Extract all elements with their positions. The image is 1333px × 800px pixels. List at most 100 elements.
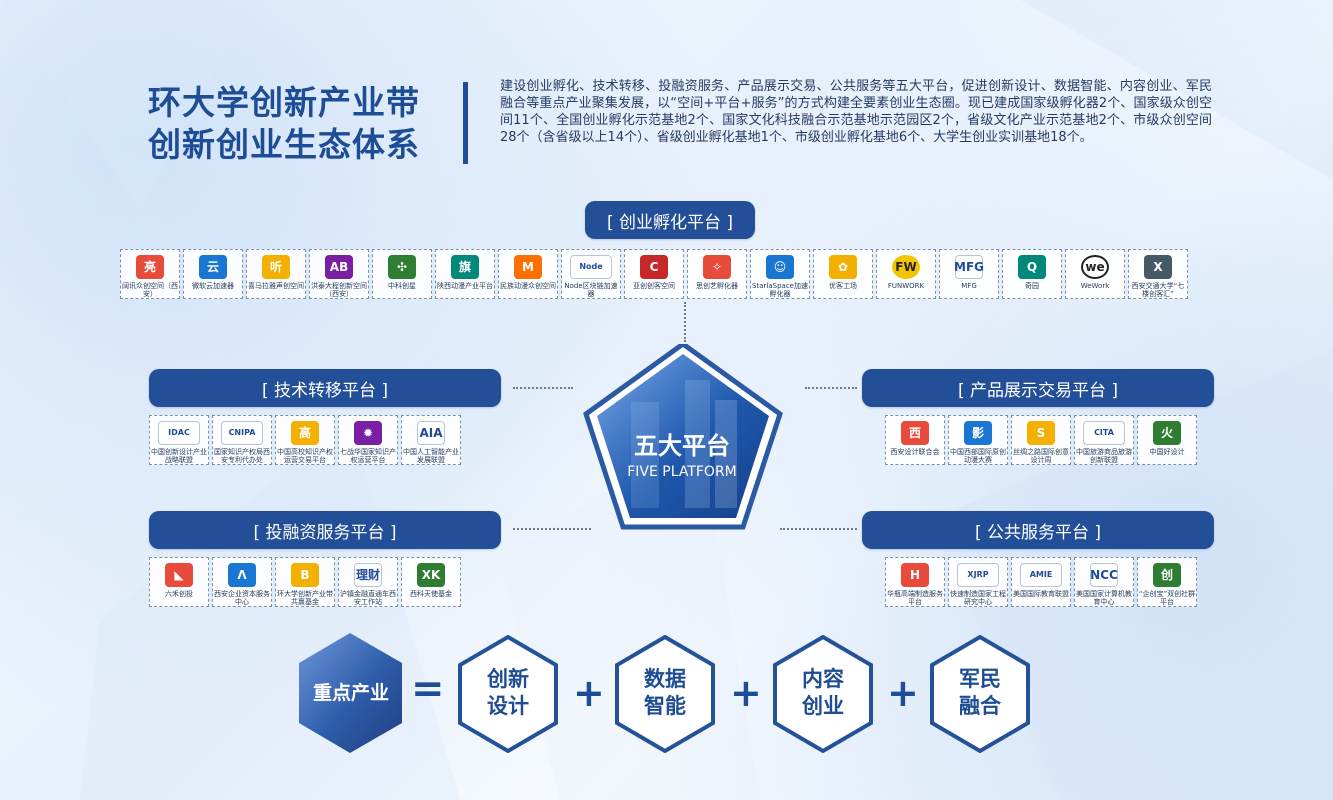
finance-logo-icon-2: Λ	[228, 563, 256, 587]
incubation-logo-name-8: Node区块链加速器	[564, 282, 618, 298]
incubation-logo-name-2: 微软云加速器	[192, 282, 234, 290]
incubation-logo-icon-9: C	[640, 255, 668, 279]
public-logo-icon-5: 创	[1153, 563, 1181, 587]
incubation-logo-icon-16: we	[1081, 255, 1109, 279]
trade-logo-name-1: 西安设计联合会	[890, 448, 940, 456]
incubation-logo-name-3: 喜马拉雅声创空间	[248, 282, 304, 290]
incubation-logo-14: MFG MFG	[939, 249, 999, 299]
trade-logo-icon-3: S	[1027, 421, 1055, 445]
public-logo-name-4: 美国国家计算机教育中心	[1076, 590, 1132, 606]
incubation-logo-17: X 西安交通大学“七楼创客汇”	[1128, 249, 1188, 299]
incubation-logo-1: 亮阔讯众创空间（西安）	[120, 249, 180, 299]
plus-symbol-2: +	[730, 671, 762, 715]
incubation-logo-2: 云微软云加速器	[183, 249, 243, 299]
trade-logo-2: 影中国西部国际原创动漫大赛	[948, 415, 1008, 465]
trade-logo-icon-2: 影	[964, 421, 992, 445]
incubation-logo-icon-17: X	[1144, 255, 1172, 279]
title-divider	[463, 82, 468, 164]
public-logo-1: H 华瓶高端制造服务平台	[885, 557, 945, 607]
five-platform-title: 五大平台 FIVE PLATFORM	[606, 426, 758, 480]
public-logo-4: NCC 美国国家计算机教育中心	[1074, 557, 1134, 607]
incubation-logo-icon-1: 亮	[136, 255, 164, 279]
public-platform-header: [ 公共服务平台 ]	[862, 511, 1214, 549]
incubation-logo-icon-6: 旗	[451, 255, 479, 279]
intro-text: 建设创业孵化、技术转移、投融资服务、产品展示交易、公共服务等五大平台，促进创新设…	[500, 79, 1212, 145]
public-logo-icon-2: XJRP	[957, 563, 999, 587]
incubation-logo-name-14: MFG	[961, 282, 977, 290]
public-logo-5: 创 “企创宝”双创社群平台	[1137, 557, 1197, 607]
public-logo-icon-4: NCC	[1090, 563, 1118, 587]
incubation-logo-11: ☺StarlaSpace加速孵化器	[750, 249, 810, 299]
incubation-logo-name-1: 阔讯众创空间（西安）	[122, 282, 178, 298]
incubation-logo-name-17: 西安交通大学“七楼创客汇”	[1131, 282, 1185, 298]
page-title-line-2: 创新创业生态体系	[148, 125, 420, 164]
public-logo-name-5: “企创宝”双创社群平台	[1138, 590, 1196, 606]
public-logo-icon-3: AMIE	[1020, 563, 1062, 587]
page-title: 环大学创新产业带 创新创业生态体系	[148, 82, 420, 166]
incubation-logo-icon-4: AB	[325, 255, 353, 279]
public-logo-name-1: 华瓶高端制造服务平台	[887, 590, 943, 606]
finance-logo-name-3: 环大学创新产业带共赢基金	[277, 590, 333, 606]
incubation-logo-icon-2: 云	[199, 255, 227, 279]
finance-logo-icon-5: XK	[417, 563, 445, 587]
plus-symbol-1: +	[573, 671, 605, 715]
incubation-logo-icon-11: ☺	[766, 255, 794, 279]
tech-transfer-logo-icon-5: AIA	[417, 421, 445, 445]
tech-transfer-logo-name-3: 中国高校知识产权运营交易平台	[277, 448, 333, 464]
trade-logo-name-3: 丝绸之路国际创意设计周	[1013, 448, 1069, 464]
incubation-logo-6: 旗陕西动漫产业平台	[435, 249, 495, 299]
tech-transfer-logo-name-4: 七战华国家知识产权运营平台	[340, 448, 396, 464]
industry-label-4: 军民融合	[959, 667, 1001, 718]
public-logo-icon-1: H	[901, 563, 929, 587]
incubation-logo-icon-8: Node	[570, 255, 612, 279]
tech-transfer-logo-3: 高中国高校知识产权运营交易平台	[275, 415, 335, 465]
tech-transfer-logo-icon-3: 高	[291, 421, 319, 445]
finance-logo-1: ◣六禾创投	[149, 557, 209, 607]
incubation-logo-10: ✧思创艺孵化器	[687, 249, 747, 299]
incubation-logo-name-4: 洪泰大程创新空间（西安）	[311, 282, 367, 298]
finance-connector-line	[513, 528, 591, 530]
finance-platform-header: [ 投融资服务平台 ]	[149, 511, 501, 549]
incubation-logo-name-7: 民族动漫众创空间	[500, 282, 556, 290]
industry-hexagon-3	[773, 635, 873, 753]
public-connector-line	[780, 528, 857, 530]
incubation-logo-name-16: WeWork	[1080, 282, 1110, 290]
incubation-logo-icon-12: ✿	[829, 255, 857, 279]
finance-logo-5: XK 西科天使基金	[401, 557, 461, 607]
trade-logo-1: 西西安设计联合会	[885, 415, 945, 465]
industry-hexagon-2	[615, 635, 715, 753]
trade-logo-5: 火中国好设计	[1137, 415, 1197, 465]
incubation-connector-line	[684, 302, 686, 342]
industry-label-1: 创新设计	[487, 667, 529, 718]
incubation-logo-icon-10: ✧	[703, 255, 731, 279]
incubation-logo-name-12: 优客工场	[829, 282, 857, 290]
incubation-logo-3: 听喜马拉雅声创空间	[246, 249, 306, 299]
finance-logo-name-2: 西安企业资本服务中心	[214, 590, 270, 606]
five-platform-cn: 五大平台	[634, 432, 730, 460]
trade-logo-name-2: 中国西部国际原创动漫大赛	[950, 448, 1006, 464]
five-platform-pentagon	[583, 344, 783, 530]
five-platform-en: FIVE PLATFORM	[627, 464, 737, 480]
incubation-logo-icon-14: MFG	[954, 255, 984, 279]
incubation-platform-header: [ 创业孵化平台 ]	[585, 201, 755, 239]
incubation-logo-name-15: 奇园	[1025, 282, 1039, 290]
plus-symbol-3: +	[887, 671, 919, 715]
finance-logo-name-5: 西科天使基金	[410, 590, 452, 598]
page-title-line-1: 环大学创新产业带	[148, 83, 420, 122]
industry-hexagon-4	[930, 635, 1030, 753]
key-industry-hexagon	[299, 633, 402, 753]
trade-logo-icon-5: 火	[1153, 421, 1181, 445]
incubation-logo-name-5: 中科创星	[388, 282, 416, 290]
trade-platform-header: [ 产品展示交易平台 ]	[862, 369, 1214, 407]
key-industry-label: 重点产业	[312, 682, 389, 704]
